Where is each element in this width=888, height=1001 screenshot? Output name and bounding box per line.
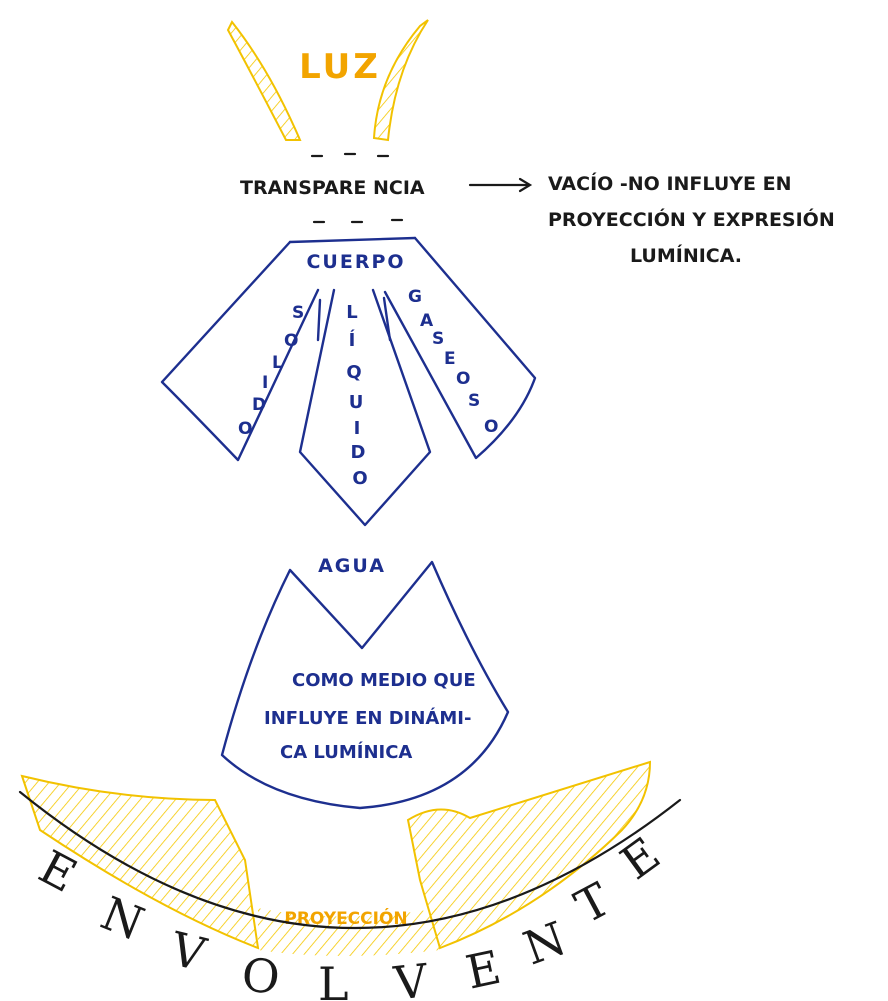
- water-note-line-3: CA LUMÍNICA: [280, 741, 412, 763]
- gas-letter: S: [468, 391, 480, 411]
- gas-letter: A: [420, 311, 434, 331]
- gas-letter: G: [408, 287, 422, 307]
- liquid-letter: U: [349, 392, 364, 413]
- solid-letter: I: [262, 373, 268, 393]
- envelope-letter: E: [461, 940, 505, 1000]
- gas-letter: O: [484, 417, 498, 437]
- dotted-separator-bottom: [312, 218, 404, 224]
- solid-label: S O L I D O: [238, 303, 304, 439]
- left-projection-hatch: [20, 774, 260, 950]
- water-medium-shape: [220, 560, 510, 810]
- body-states-shape: [160, 236, 537, 527]
- envelope-letter: N: [94, 886, 152, 951]
- gas-letter: E: [444, 349, 456, 369]
- vacuum-note: VACÍO -NO INFLUYE EN PROYECCIÓN Y EXPRES…: [548, 172, 835, 267]
- envelope-letter: L: [318, 957, 349, 1001]
- liquid-letter: D: [351, 442, 366, 463]
- projection-area: PROYECCIÓN: [20, 760, 652, 956]
- water-note: COMO MEDIO QUE INFLUYE EN DINÁMI- CA LUM…: [264, 670, 476, 763]
- vacuum-note-line-3: LUMÍNICA.: [630, 244, 742, 267]
- envelope-letter: N: [517, 911, 573, 976]
- gas-letter: S: [432, 329, 444, 349]
- envelope-letter: O: [239, 947, 282, 1001]
- solid-letter: D: [252, 395, 266, 415]
- liquid-label: L Í Q U I D O: [346, 302, 367, 489]
- solid-letter: L: [272, 353, 283, 373]
- water-note-line-1: COMO MEDIO QUE: [292, 670, 476, 691]
- projection-band: [258, 908, 440, 956]
- solid-letter: S: [292, 303, 304, 323]
- gas-letter: O: [456, 369, 470, 389]
- liquid-letter: Q: [346, 362, 361, 383]
- light-label: LUZ: [299, 47, 381, 87]
- envelope-letter: V: [165, 921, 212, 982]
- liquid-panel: [298, 288, 432, 527]
- arrow-to-vacuum: [468, 177, 533, 193]
- body-label: CUERPO: [306, 251, 405, 273]
- transparency-label: TRANSPARE NCIA: [240, 177, 425, 199]
- envelope-letter: E: [611, 827, 670, 890]
- light-source: LUZ: [226, 19, 429, 142]
- liquid-letter: L: [346, 302, 357, 323]
- projection-label: PROYECCIÓN: [284, 907, 407, 929]
- right-projection-hatch: [406, 760, 652, 950]
- right-light-ray: [372, 19, 429, 142]
- liquid-letter: O: [352, 468, 367, 489]
- envelope-arc: [18, 790, 682, 930]
- liquid-letter: I: [354, 418, 361, 439]
- solid-letter: O: [284, 331, 298, 351]
- vacuum-note-line-2: PROYECCIÓN Y EXPRESIÓN: [548, 207, 835, 231]
- liquid-letter: Í: [349, 329, 356, 351]
- water-label: AGUA: [318, 555, 386, 577]
- solid-panel: [160, 240, 320, 462]
- envelope-letter: T: [566, 872, 619, 934]
- gas-panel: [383, 236, 537, 460]
- gas-label: G A S E O S O: [408, 287, 498, 437]
- left-light-ray: [226, 20, 302, 141]
- dotted-separator-top: [310, 152, 390, 158]
- envelope-letter: V: [390, 953, 430, 1001]
- vacuum-note-line-1: VACÍO -NO INFLUYE EN: [548, 172, 792, 195]
- solid-letter: O: [238, 419, 252, 439]
- water-note-line-2: INFLUYE EN DINÁMI-: [264, 707, 471, 729]
